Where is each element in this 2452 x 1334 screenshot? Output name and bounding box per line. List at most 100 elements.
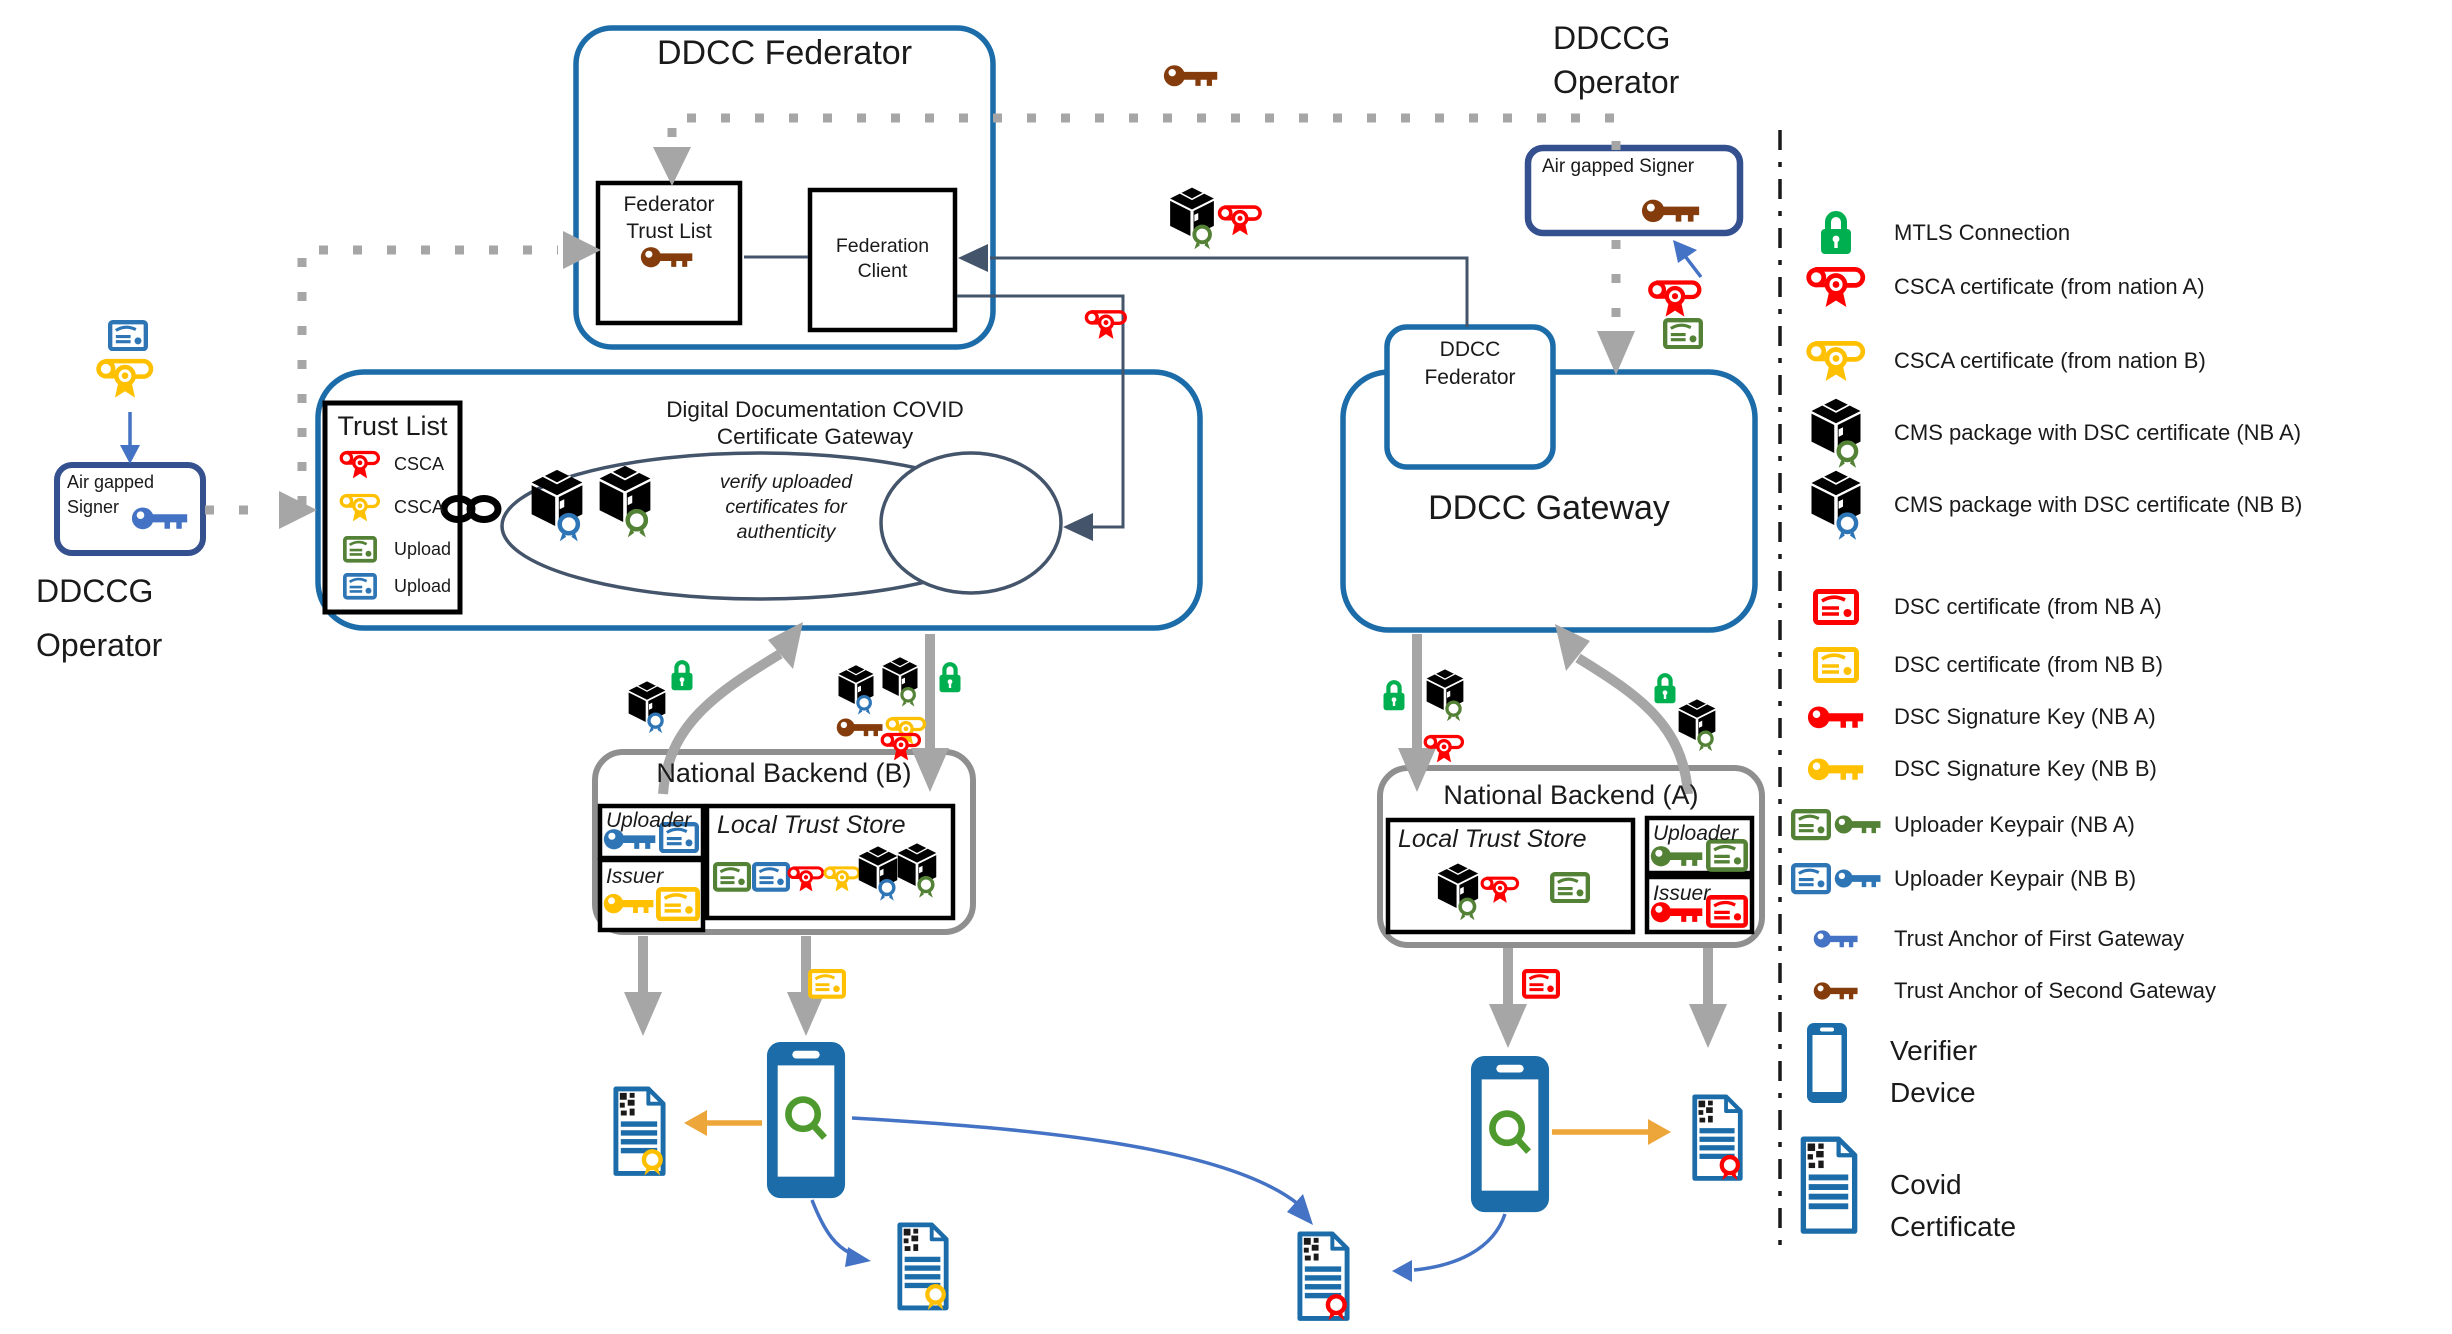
ddcc-federator-box bbox=[573, 25, 996, 350]
federator-trust-list-label: Federator Trust List bbox=[623, 193, 715, 243]
verify-note: verify uploaded certificates for authent… bbox=[719, 471, 853, 543]
legend-item: Trust Anchor of First Gateway bbox=[1788, 910, 2184, 968]
dsc-cert-nb-b-icon bbox=[808, 969, 846, 999]
verifier-device-label: Verifier Device bbox=[1890, 1035, 1978, 1108]
cms-package-nb-a-icon bbox=[1435, 862, 1481, 921]
verifier-device-legend-icon bbox=[1806, 1022, 1848, 1104]
trust-anchor-second-gateway-key-icon bbox=[836, 714, 884, 741]
ddcc-gateway-left-box bbox=[315, 369, 1203, 631]
ddccg-operator-right-label: DDCCG Operator bbox=[1553, 20, 1680, 100]
cms-package-nb-a-icon bbox=[1676, 698, 1718, 752]
csca-nation-a-icon bbox=[1788, 260, 1884, 315]
legend-label: CMS package with DSC certificate (NB A) bbox=[1894, 420, 2302, 445]
covid-certificate-legend-icon bbox=[1798, 1136, 1860, 1234]
ddcc-federator-title: DDCC Federator bbox=[656, 34, 913, 72]
covid-certificate-label: Covid Certificate bbox=[1890, 1169, 2017, 1242]
slate-arrowheads bbox=[958, 244, 1093, 541]
legend-item: DSC Signature Key (NB A) bbox=[1788, 688, 2156, 746]
csca-nation-a-icon bbox=[1422, 730, 1466, 768]
gray-arrowheads bbox=[624, 622, 1727, 1048]
legend-item: DSC certificate (from NB A) bbox=[1788, 578, 2162, 636]
trust-list-row: CSCA bbox=[334, 489, 444, 527]
gray-flow-lines bbox=[638, 634, 1713, 1006]
trust-list-row: CSCA bbox=[334, 446, 444, 484]
covid-certificate-nation-b-icon bbox=[895, 1222, 951, 1311]
csca-nation-a-icon bbox=[334, 446, 386, 484]
legend-item: CSCA certificate (from nation A) bbox=[1788, 258, 2205, 316]
blue-arrows bbox=[128, 254, 1703, 1272]
uploader-cert-nb-a-icon bbox=[1663, 318, 1703, 350]
legend-item: DSC Signature Key (NB B) bbox=[1788, 740, 2157, 798]
cms-package-nb-b-icon bbox=[836, 664, 876, 715]
slate-connectors bbox=[744, 255, 1469, 529]
dsc-signature-key-nb-a-icon bbox=[1650, 897, 1704, 927]
trust-list-row: Upload bbox=[334, 573, 451, 600]
uploader-cert-nb-a-icon bbox=[1550, 872, 1590, 904]
dotted-trust-anchor-paths bbox=[205, 113, 1621, 515]
uploader-cert-nb-a-icon bbox=[334, 536, 386, 563]
uploader-cert-nb-b-icon bbox=[752, 862, 790, 892]
legend-label: Trust Anchor of Second Gateway bbox=[1894, 978, 2217, 1003]
uploader-cert-nb-b-icon bbox=[334, 573, 386, 600]
csca-nation-b-icon bbox=[94, 352, 156, 405]
verifier-device-a-icon bbox=[1469, 1054, 1551, 1214]
csca-nation-b-icon bbox=[1788, 334, 1884, 389]
covid-certificate-nation-a-icon bbox=[1690, 1094, 1745, 1181]
legend-item: MTLS Connection bbox=[1788, 204, 2070, 262]
yellow-arrows bbox=[703, 1120, 1650, 1135]
uploader-key-nb-b-icon bbox=[603, 824, 657, 854]
legend-label: Trust Anchor of First Gateway bbox=[1894, 926, 2185, 951]
local-trust-store-b-box bbox=[704, 803, 956, 921]
covid-certificate-nation-b-icon bbox=[611, 1086, 668, 1176]
cms-package-nb-a-icon bbox=[895, 842, 939, 898]
csca-nation-a-icon bbox=[1083, 305, 1129, 344]
cms-package-nb-a-icon bbox=[1167, 186, 1217, 250]
legend-label: MTLS Connection bbox=[1894, 220, 2071, 245]
ddcc-federator-small-label: DDCC Federator bbox=[1424, 338, 1516, 389]
legend-item: CMS package with DSC certificate (NB B) bbox=[1788, 470, 2302, 540]
dsc-signature-key-nb-a-icon bbox=[1788, 701, 1884, 734]
chain-link-icon bbox=[438, 492, 504, 526]
trust-anchor-second-gateway-key-icon bbox=[1641, 194, 1701, 228]
legend-label: Uploader Keypair (NB A) bbox=[1894, 812, 2135, 837]
air-gapped-signer-right-box bbox=[1524, 144, 1744, 237]
uploader-cert-nb-a-icon bbox=[713, 862, 751, 892]
uploader-cert-nb-b-icon bbox=[659, 822, 699, 854]
csca-nation-a-icon bbox=[1216, 200, 1264, 241]
dotted-arrowheads bbox=[279, 147, 1635, 529]
yellow-arrowheads bbox=[684, 1110, 1671, 1145]
trust-list-row-label: Upload bbox=[394, 575, 452, 596]
gateway-left-title: Digital Documentation COVID Certificate … bbox=[666, 397, 964, 449]
federation-client-box bbox=[807, 187, 958, 333]
air-gapped-signer-left-label: Air gapped Signer bbox=[67, 472, 155, 517]
legend-label: DSC Signature Key (NB B) bbox=[1894, 756, 2157, 781]
uploader-key-nb-a-icon bbox=[1650, 841, 1704, 871]
mtls-lock-icon bbox=[668, 658, 696, 693]
mtls-lock-icon bbox=[936, 660, 964, 695]
ddcc-federator-small-box bbox=[1384, 324, 1556, 470]
legend-item: CMS package with DSC certificate (NB A) bbox=[1788, 398, 2302, 468]
mtls-lock-icon bbox=[1788, 208, 1884, 258]
csca-nation-a-icon bbox=[1646, 274, 1704, 323]
local-trust-store-a-box bbox=[1385, 817, 1636, 935]
trust-anchor-second-gateway-key-icon bbox=[1163, 60, 1219, 92]
uploader-cert-nb-b-icon bbox=[108, 320, 148, 352]
dsc-cert-nb-b-icon bbox=[1788, 647, 1884, 683]
csca-nation-b-icon bbox=[822, 862, 862, 896]
trust-anchor-first-gateway-key-icon bbox=[131, 502, 189, 535]
legend-label: Uploader Keypair (NB B) bbox=[1894, 866, 2137, 891]
national-backend-a-title: National Backend (A) bbox=[1443, 780, 1699, 810]
dsc-cert-nb-b-icon bbox=[656, 887, 700, 922]
trust-list-title: Trust List bbox=[337, 411, 448, 441]
trust-list-row-label: CSCA bbox=[394, 454, 445, 475]
dsc-cert-nb-a-icon bbox=[1522, 969, 1560, 999]
uploader-a-label: Uploader bbox=[1653, 822, 1739, 845]
csca-nation-b-icon bbox=[334, 489, 386, 527]
trust-list-row-label: CSCA bbox=[394, 497, 445, 518]
gateway-circle bbox=[879, 451, 1063, 595]
legend-item: Uploader Keypair (NB A) bbox=[1788, 796, 2135, 854]
ddcc-gateway-title: DDCC Gateway bbox=[1428, 489, 1670, 527]
legend-label: DSC certificate (from NB B) bbox=[1894, 652, 2163, 677]
uploader-keypair-nb-b-icon bbox=[1788, 863, 1884, 895]
